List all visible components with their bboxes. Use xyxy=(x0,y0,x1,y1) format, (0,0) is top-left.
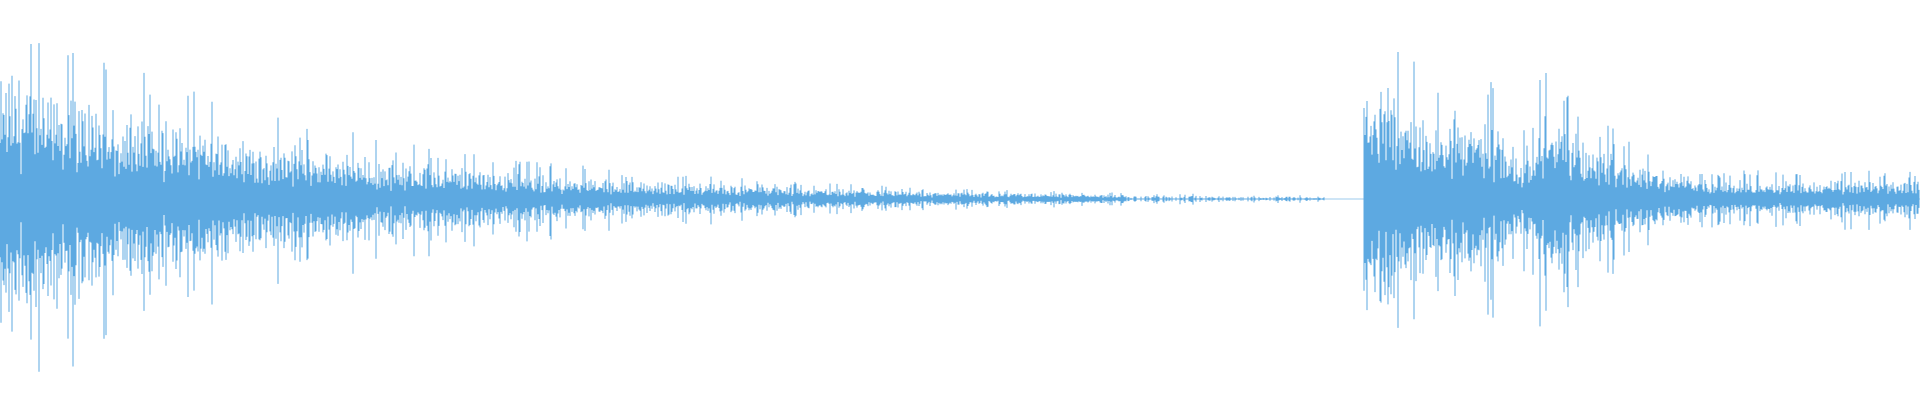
waveform-samples xyxy=(0,43,1920,372)
waveform-path xyxy=(0,43,1920,372)
